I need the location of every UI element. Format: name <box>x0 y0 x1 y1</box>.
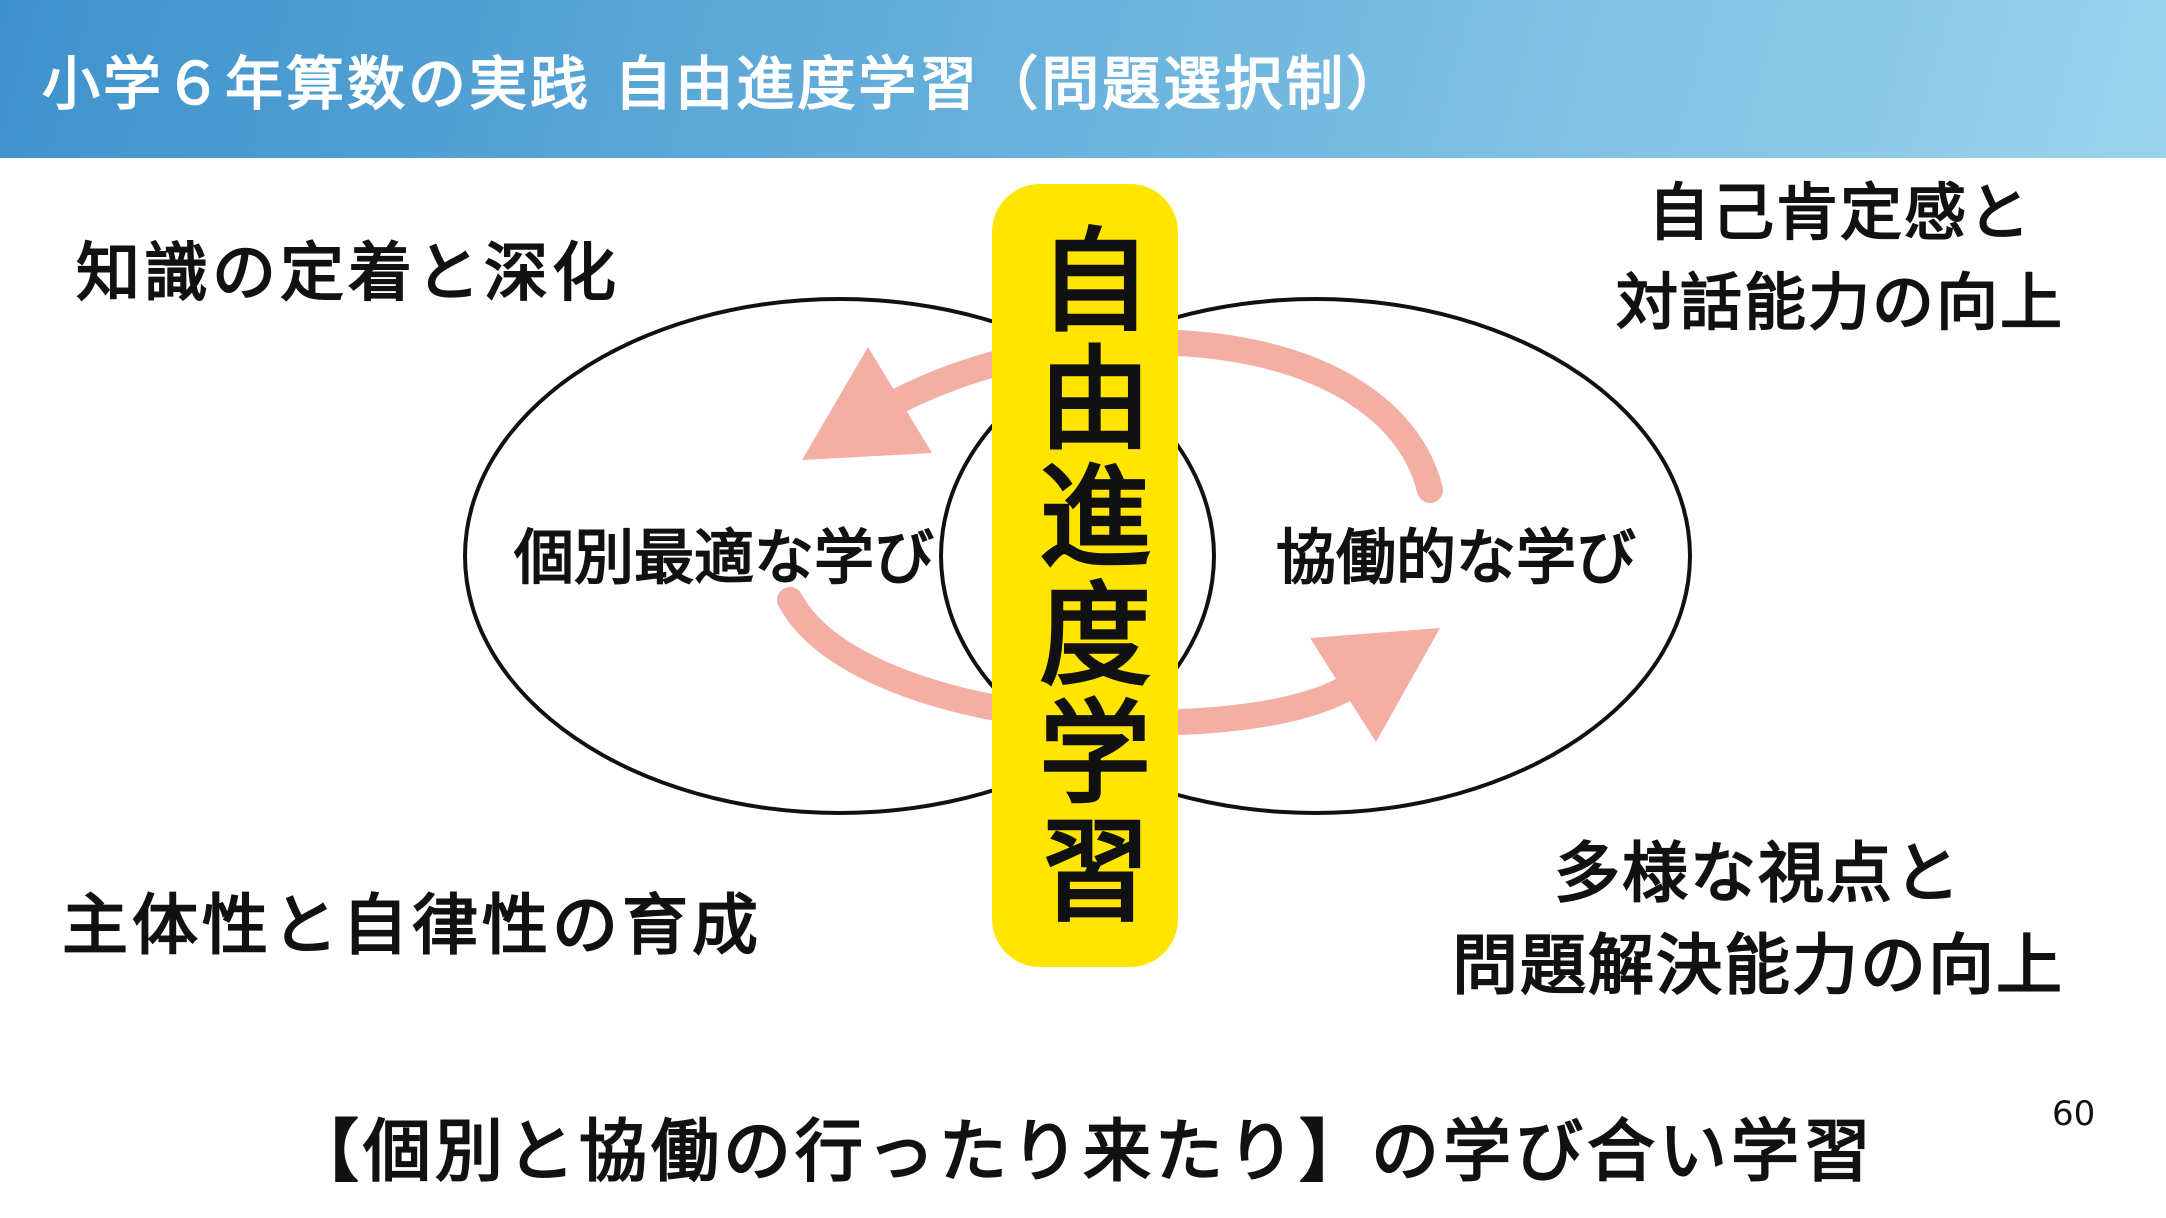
annotation-bottom-right-line2: 問題解決能力の向上 <box>1452 927 2064 1005</box>
top-arrowhead <box>802 347 932 460</box>
annotation-top-right-line1: 自己肯定感と <box>1647 176 2033 249</box>
annotation-top-right: 自己肯定感と 対話能力の向上 <box>1616 168 2064 348</box>
annotation-bottom-left: 主体性と自律性の育成 <box>62 887 762 964</box>
annotation-bottom-right-line1: 多様な視点と <box>1554 835 1962 912</box>
center-label-text: 自由進度学習 <box>1020 221 1150 930</box>
footer-caption: 【個別と協働の行ったり来たり】の学び合い学習 <box>290 1113 1875 1192</box>
left-ellipse-label: 個別最適な学び <box>514 523 934 594</box>
center-label-box: 自由進度学習 <box>992 184 1178 967</box>
top-arrow <box>887 329 1443 503</box>
slide-title: 小学６年算数の実践 自由進度学習（問題選択制） <box>42 50 1408 118</box>
right-ellipse <box>939 297 1692 815</box>
page-number: 60 <box>2052 1094 2096 1134</box>
annotation-top-right-line2: 対話能力の向上 <box>1615 265 2065 339</box>
right-ellipse-label: 協働的な学び <box>1276 523 1636 594</box>
annotation-bottom-right: 多様な視点と 問題解決能力の向上 <box>1452 828 2064 1013</box>
annotation-top-left: 知識の定着と深化 <box>76 237 620 311</box>
bottom-arrowhead <box>1310 628 1440 742</box>
header-bar: 小学６年算数の実践 自由進度学習（問題選択制） <box>0 0 2166 158</box>
